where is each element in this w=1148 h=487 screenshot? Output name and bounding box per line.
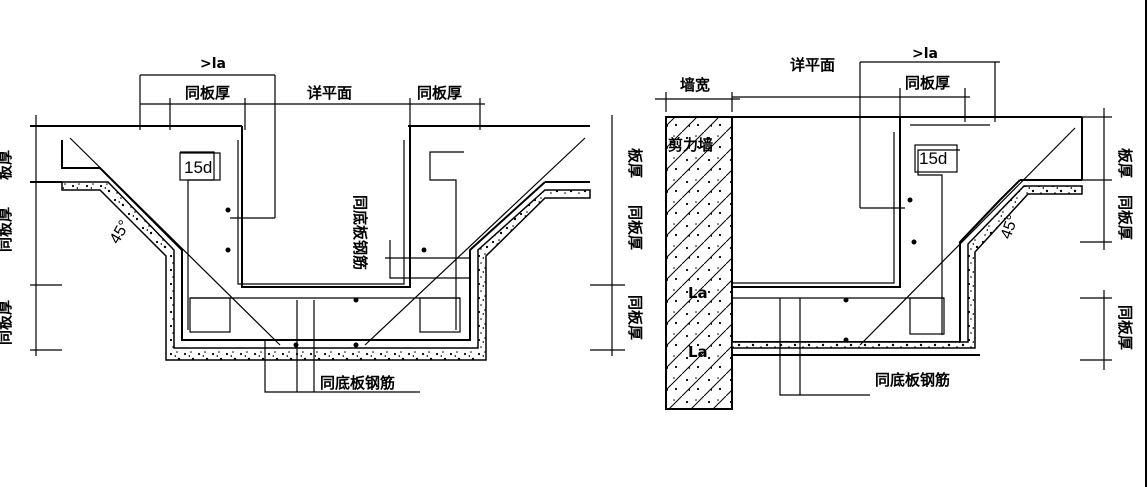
left-same-thick-a: 同板厚 xyxy=(185,84,230,102)
left-plan-ref: 详平面 xyxy=(307,84,352,102)
shear-wall xyxy=(665,116,733,410)
wall-width-label: 墙宽 xyxy=(680,76,710,94)
right-cushion-layer xyxy=(731,185,1083,349)
left-la-label: >la xyxy=(200,56,226,72)
left-15d-label: 15d xyxy=(184,158,212,177)
right-15d-box xyxy=(914,144,958,173)
right-hook-bar xyxy=(917,149,960,335)
right-inner-rebar xyxy=(732,132,895,284)
anchor-la-1: La xyxy=(688,284,708,302)
left-slab-rebar-note: 同底板钢筋 xyxy=(351,195,369,270)
left-detail: 15d >la 详平面 同板厚 同板厚 45° 板厚 同板厚 同板厚 板厚 同板… xyxy=(0,56,644,393)
left-side-a: 同板厚 xyxy=(0,207,14,252)
left-bottom-rebar-note: 同底板钢筋 xyxy=(320,374,395,392)
right-same-thick: 同板厚 xyxy=(905,74,950,92)
left-diag-bar-2 xyxy=(364,137,586,346)
left-right-c: 同板厚 xyxy=(626,295,644,340)
left-cushion-layer xyxy=(61,181,591,361)
left-bottom-box-l xyxy=(189,297,231,333)
right-pit-cavity xyxy=(732,117,901,288)
left-slab-thk: 板厚 xyxy=(0,150,14,180)
right-la-label: >la xyxy=(912,46,938,62)
right-pit-inner xyxy=(732,179,1021,343)
left-inner-rebar xyxy=(237,140,405,285)
right-plan-ref: 详平面 xyxy=(790,56,835,74)
left-hook-bar-r xyxy=(429,151,464,330)
left-diag-bar-1 xyxy=(69,137,281,346)
left-15d-box xyxy=(179,152,221,181)
right-bottom-rebar-note: 同底板钢筋 xyxy=(875,371,950,389)
left-angle-label: 45° xyxy=(107,218,134,247)
left-right-b: 同板厚 xyxy=(626,205,644,250)
right-15d-label: 15d xyxy=(919,149,947,168)
right-side-c: 同板厚 xyxy=(1116,305,1134,350)
right-side-b: 同板厚 xyxy=(1116,195,1134,240)
right-side-a: 板厚 xyxy=(1116,148,1134,178)
left-side-b: 同板厚 xyxy=(0,300,14,345)
left-same-thick-b: 同板厚 xyxy=(417,84,462,102)
shear-wall-label: 剪力墙 xyxy=(668,136,713,154)
right-bottom-box xyxy=(909,297,945,335)
left-pit-inner xyxy=(61,140,546,341)
left-right-a: 板厚 xyxy=(626,148,644,178)
right-detail: 剪力墙 La La 墙宽 15d xyxy=(655,46,1134,410)
anchor-la-2: La xyxy=(688,343,708,361)
left-bottom-box-r xyxy=(419,297,461,333)
left-hook-bar-l xyxy=(180,151,215,330)
right-diag-bar-1 xyxy=(859,127,1076,346)
left-pit-cavity xyxy=(241,126,411,288)
